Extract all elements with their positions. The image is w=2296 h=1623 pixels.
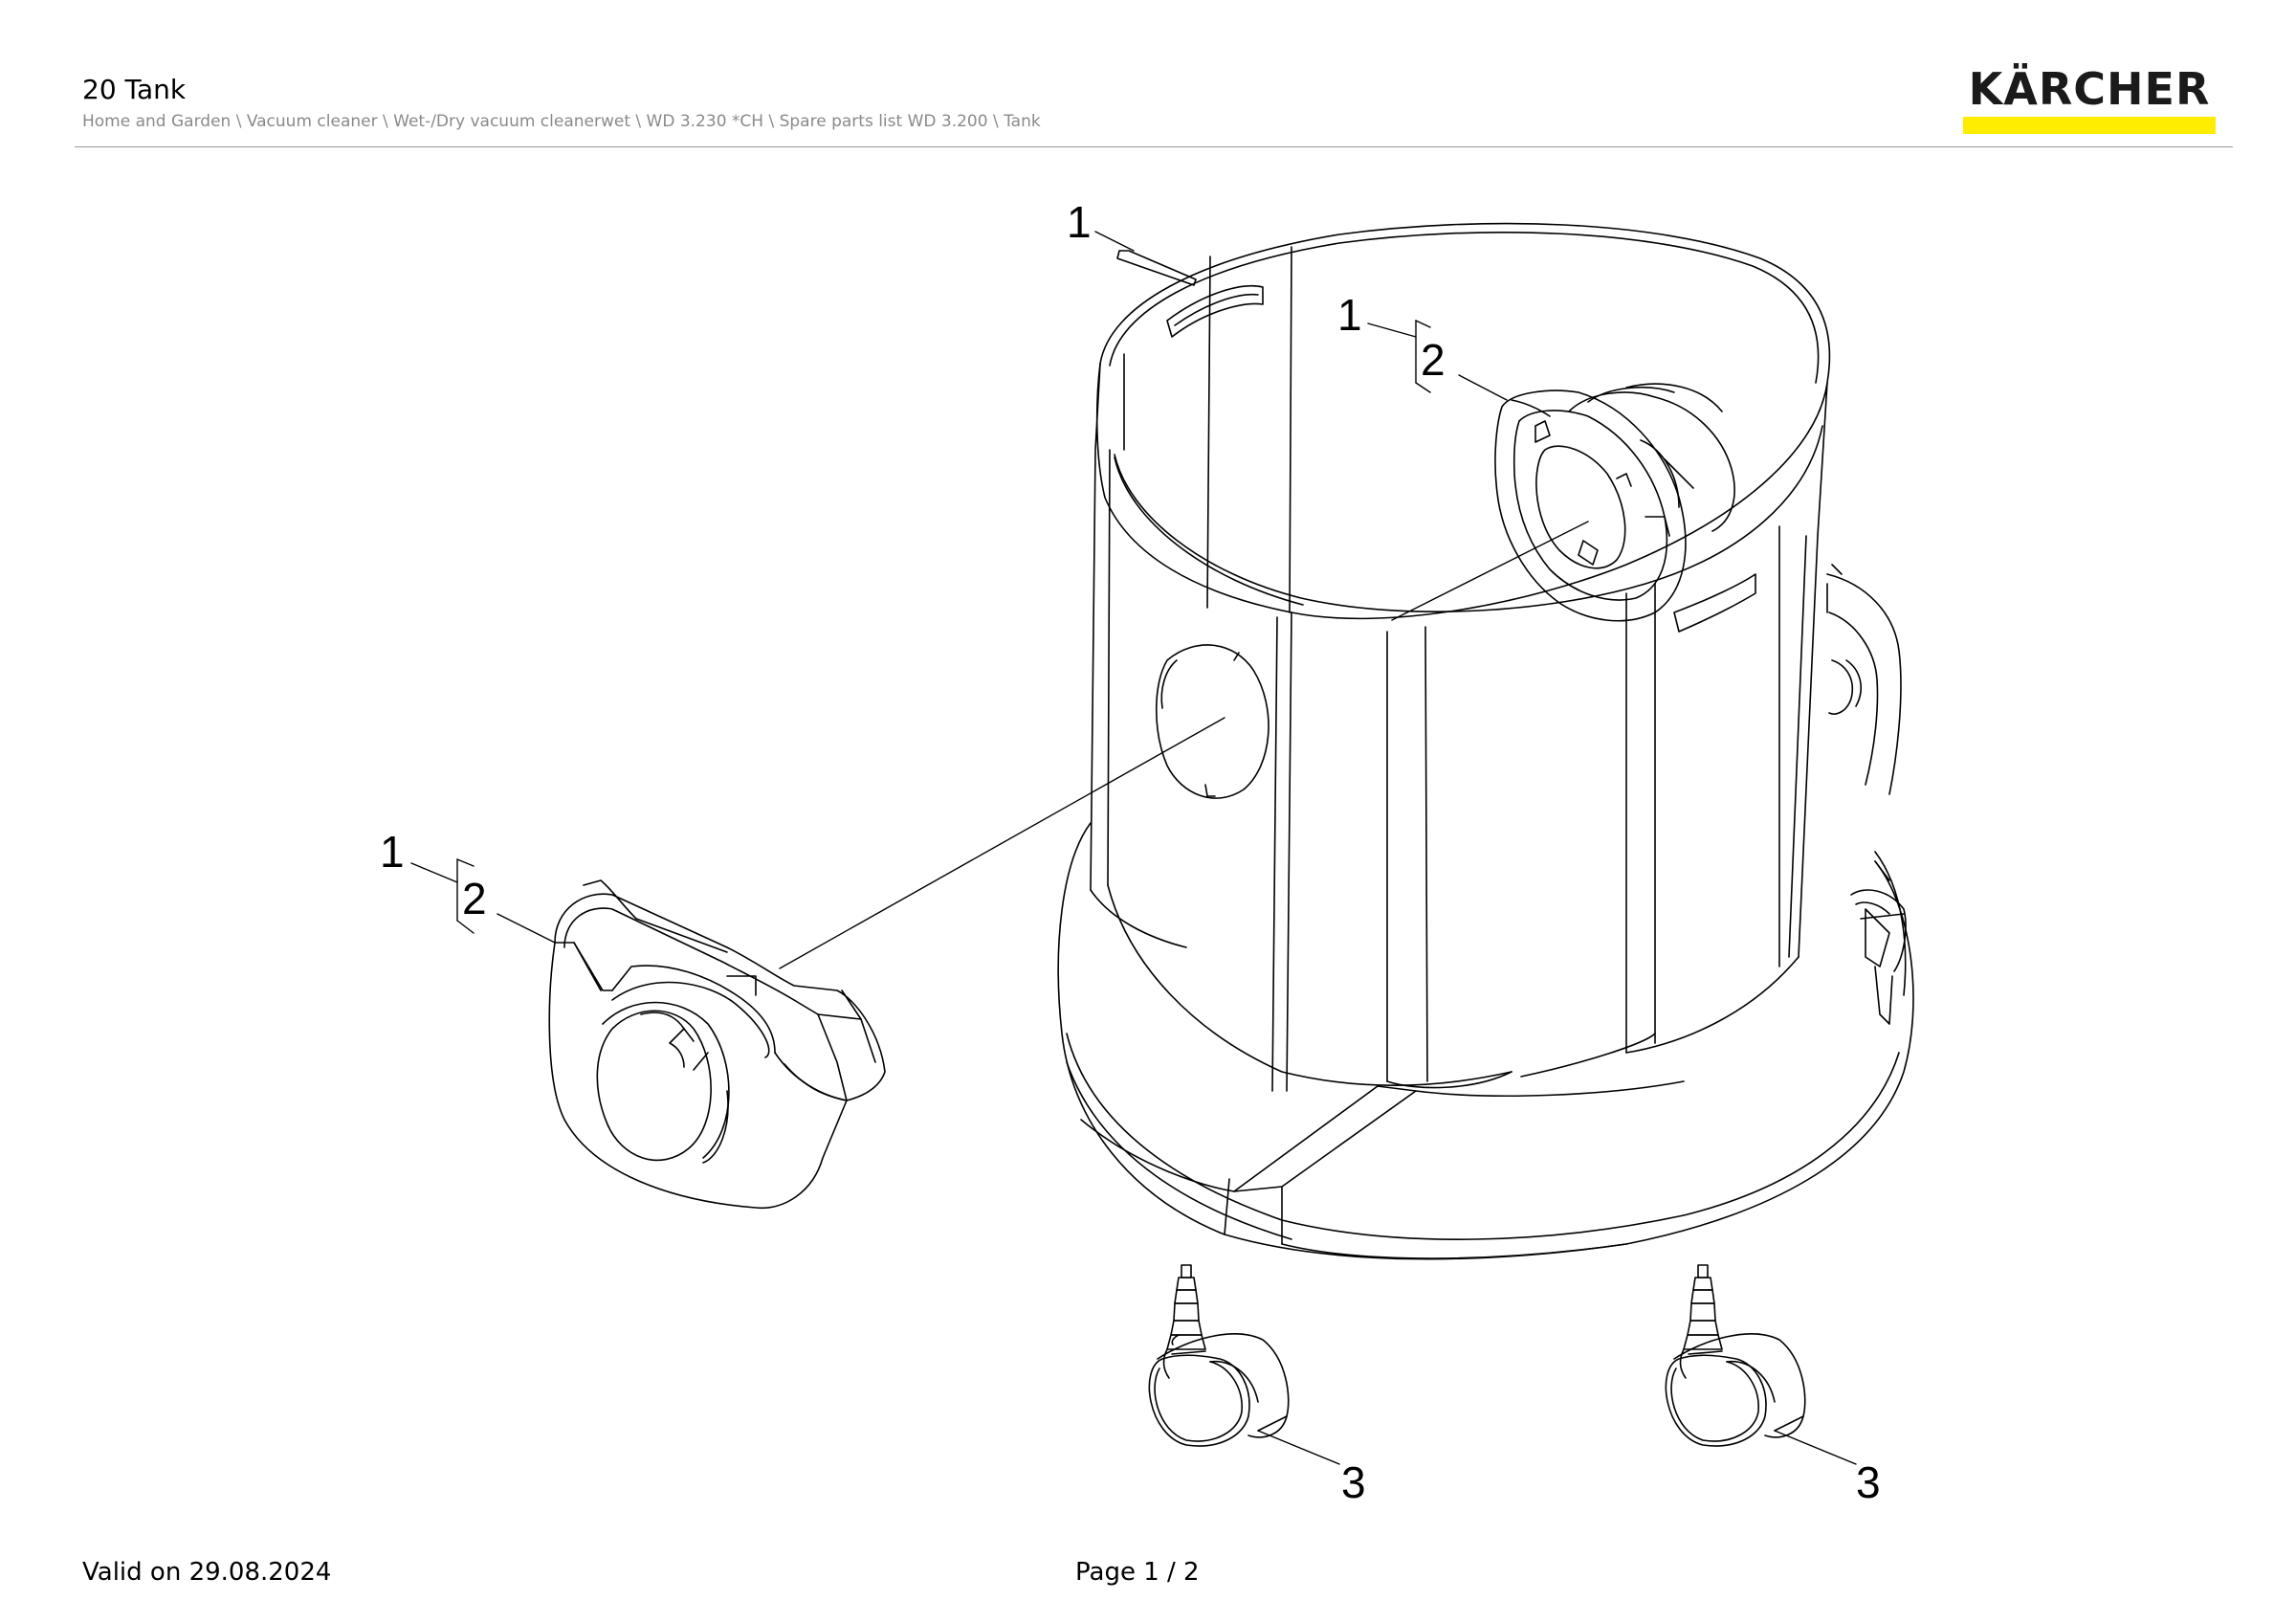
caster-right [1665,1264,1806,1447]
page-title: 20 Tank [82,74,187,105]
inlet-cover-front [548,879,886,1210]
page-number: Page 1 / 2 [1075,1558,1200,1587]
brand-logo: KÄRCHER [1963,65,2216,138]
label-top-decal-1: 1 [1067,197,1092,247]
breadcrumb[interactable]: Home and Garden \ Vacuum cleaner \ Wet-/… [82,112,1041,131]
inlet-fitting-inner [1494,383,1735,622]
label-inner-2: 2 [1421,335,1446,385]
decal-label-top [1116,250,1197,286]
label-inner-1: 1 [1337,290,1362,340]
brand-logo-bar [1963,117,2216,134]
validity-date: Valid on 29.08.2024 [82,1558,332,1587]
tank-body [1090,222,1831,1092]
caster-left [1148,1264,1290,1447]
header-divider [75,146,2233,147]
label-caster-right-3: 3 [1856,1457,1881,1507]
label-front-2: 2 [462,874,487,923]
tank-base [1057,564,1914,1260]
brand-logo-text: KÄRCHER [1968,63,2211,115]
leader-lines [410,231,1857,1465]
label-caster-left-3: 3 [1341,1457,1366,1507]
label-front-1: 1 [380,827,405,877]
